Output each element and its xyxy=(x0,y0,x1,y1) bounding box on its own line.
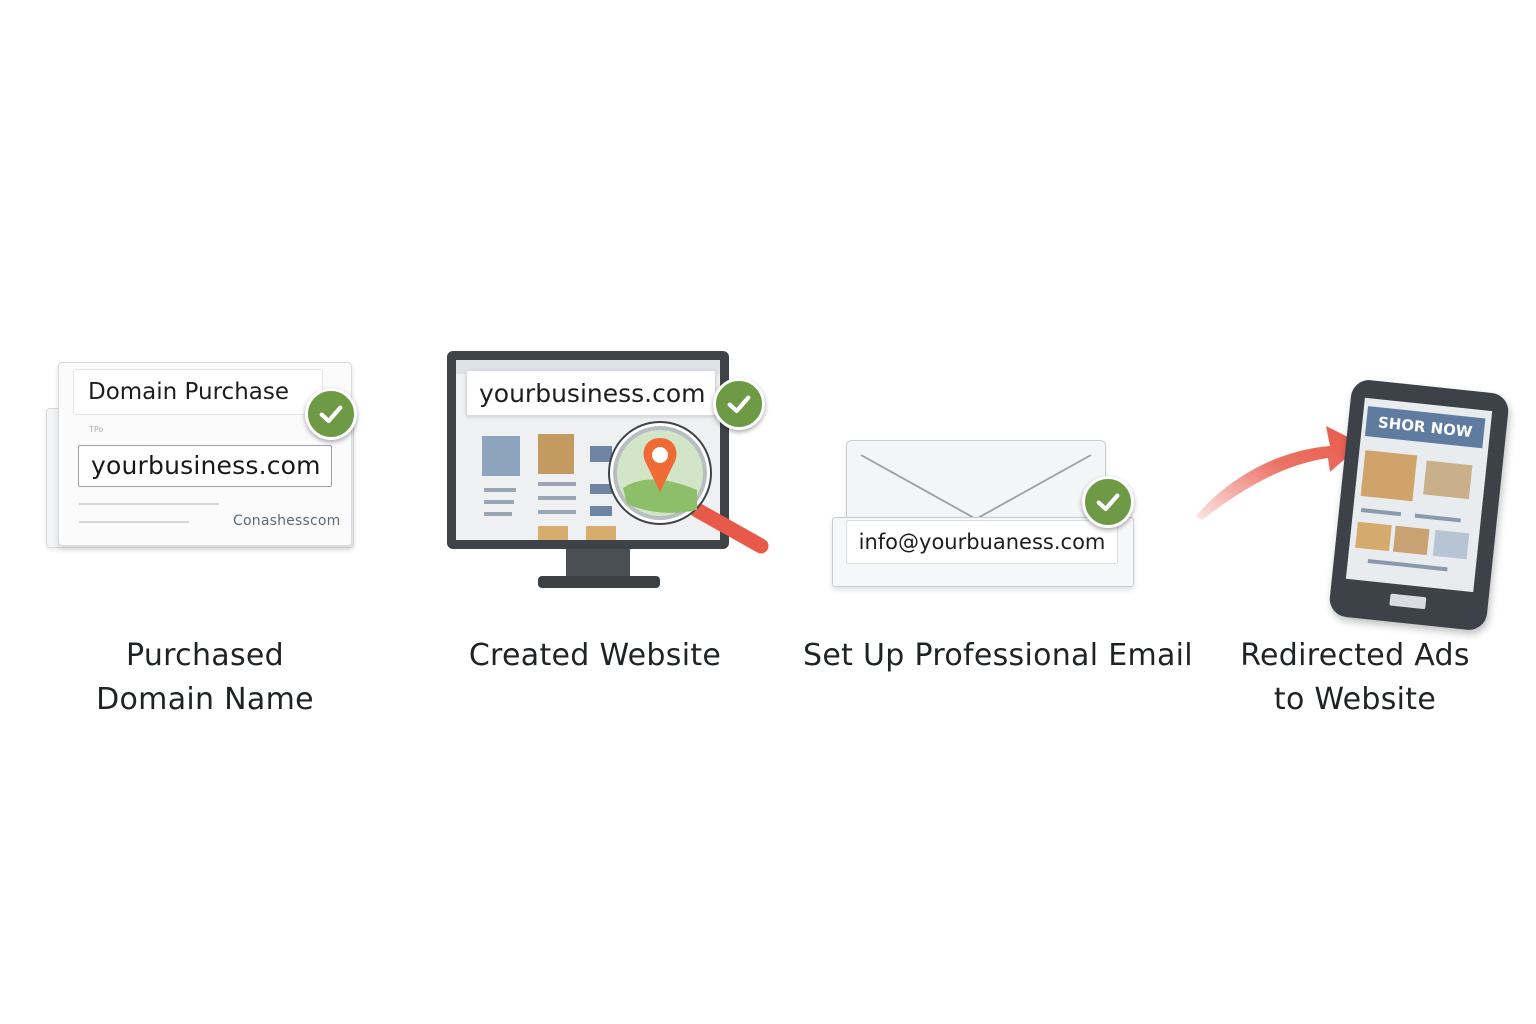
location-pin-icon xyxy=(643,438,677,492)
caption-line: Set Up Professional Email xyxy=(803,638,1193,673)
check-icon xyxy=(713,378,765,430)
domain-watermark: Conashesscom xyxy=(233,513,341,529)
caption-line: Redirected Ads xyxy=(1240,638,1470,673)
shop-now-banner: SHOR NOW xyxy=(1364,406,1486,449)
monitor-base xyxy=(538,576,660,588)
step-caption: Redirected Ads to Website xyxy=(1220,634,1490,722)
magnifier-icon xyxy=(608,421,769,554)
website-url-bar: yourbusiness.com xyxy=(466,370,716,416)
check-icon xyxy=(305,388,357,440)
card-line xyxy=(79,503,219,505)
card-line xyxy=(79,521,189,523)
smartphone-icon: SHOR NOW xyxy=(1327,378,1511,632)
email-address: info@yourbuaness.com xyxy=(846,520,1118,564)
step-caption: Created Website xyxy=(440,634,750,678)
caption-line: Created Website xyxy=(468,638,722,673)
domain-card: Domain Purchase TPo yourbusiness.com Con… xyxy=(58,362,352,546)
domain-card-small-text: TPo xyxy=(89,425,104,434)
home-button xyxy=(1389,593,1427,610)
phone-screen: SHOR NOW xyxy=(1345,397,1493,593)
domain-input: yourbusiness.com xyxy=(78,445,332,487)
caption-line: Domain Name xyxy=(96,682,314,717)
phone-content xyxy=(1355,450,1473,572)
step-caption: Set Up Professional Email xyxy=(796,634,1200,678)
caption-line: Purchased xyxy=(126,638,284,673)
monitor-stand xyxy=(566,549,630,579)
domain-card-header: Domain Purchase xyxy=(73,369,323,415)
step-caption: Purchased Domain Name xyxy=(60,634,350,722)
check-icon xyxy=(1082,476,1134,528)
caption-line: to Website xyxy=(1273,682,1437,717)
arrow-icon xyxy=(1196,426,1362,520)
